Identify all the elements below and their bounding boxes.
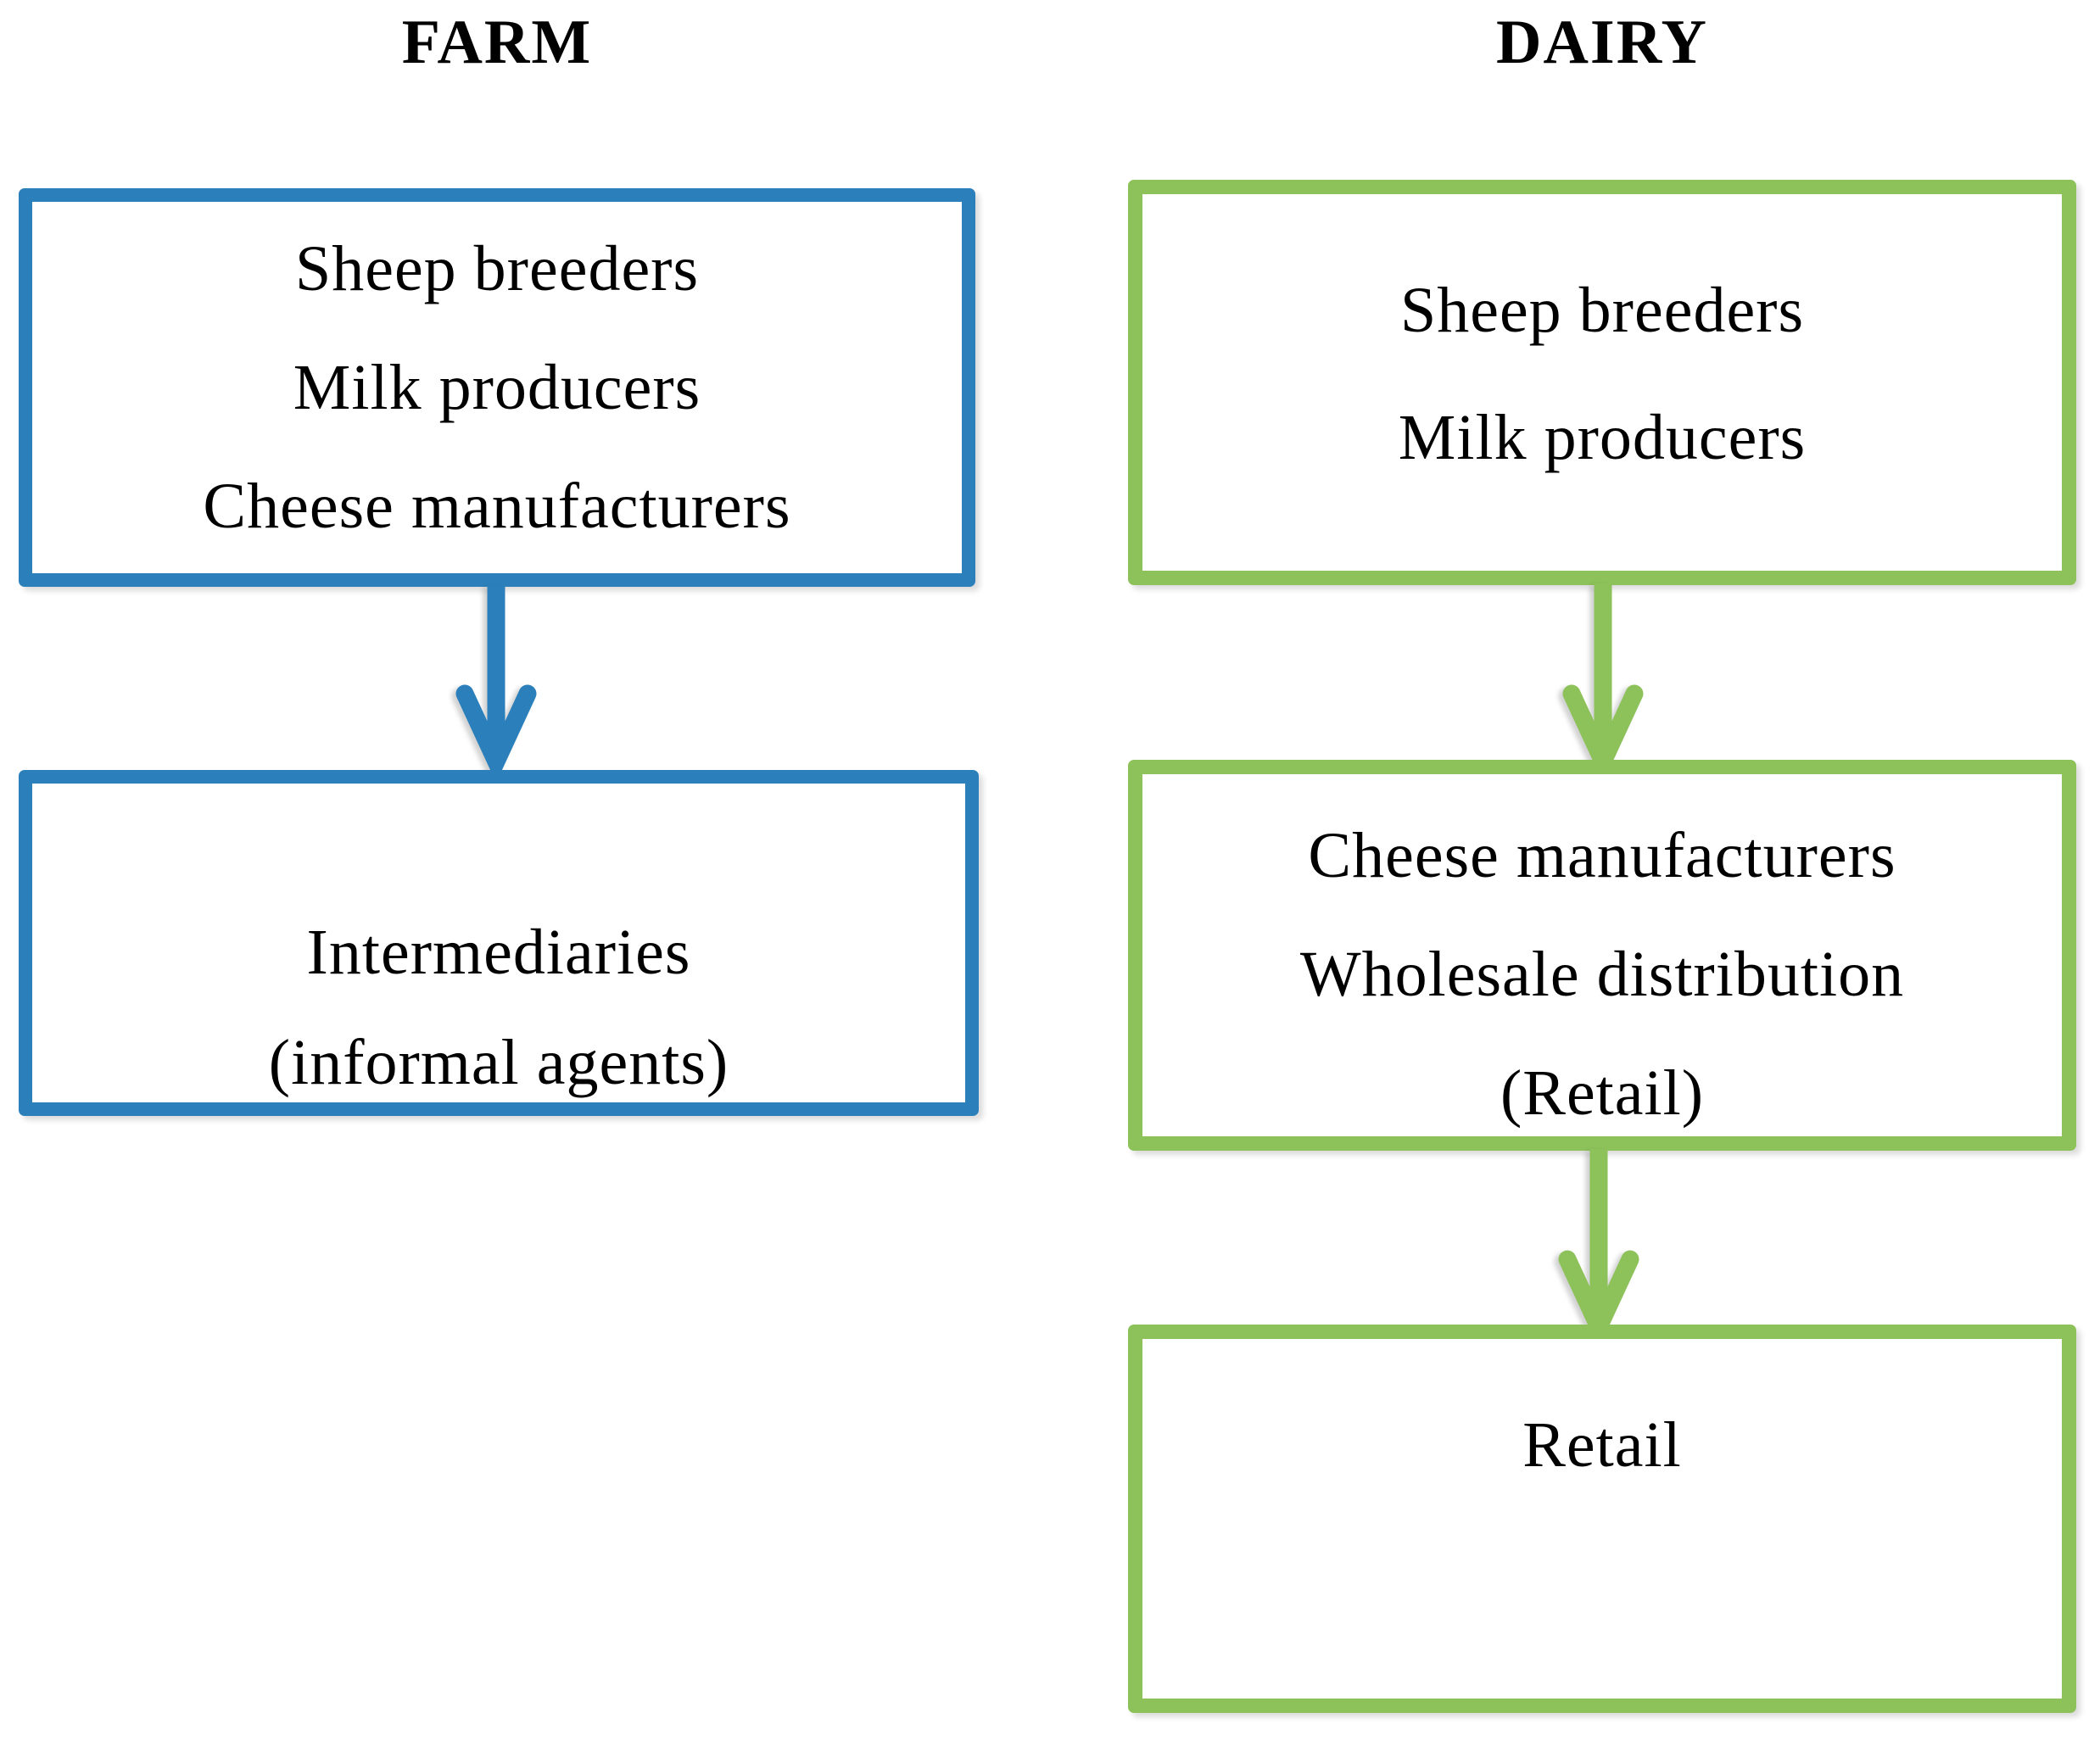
dairy-down-arrow-icon	[1562, 583, 1644, 778]
box-text-line: Wholesale distribution	[1299, 939, 1905, 1010]
farm-intermediaries-box: Intermediaries (informal agents)	[19, 770, 979, 1116]
box-text-line: Cheese manufacturers	[203, 471, 791, 542]
box-text-line: Milk producers	[293, 352, 701, 423]
box-text-line: Retail	[1522, 1409, 1682, 1481]
farm-column-title: FARM	[401, 8, 593, 77]
dairy-manufacturers-box: Cheese manufacturers Wholesale distribut…	[1128, 760, 2076, 1151]
box-text-line: Cheese manufacturers	[1308, 820, 1896, 891]
dairy-producers-box: Sheep breeders Milk producers	[1128, 180, 2076, 585]
farm-producers-box: Sheep breeders Milk producers Cheese man…	[19, 188, 975, 587]
dairy-down-arrow-icon	[1558, 1149, 1639, 1344]
box-text-line: Milk producers	[1398, 402, 1807, 473]
dairy-column-title: DAIRY	[1496, 8, 1708, 77]
box-text-line: Intermediaries	[306, 917, 691, 988]
farm-down-arrow-icon	[455, 585, 537, 780]
box-text-line: Sheep breeders	[1399, 275, 1805, 346]
box-text-line: Sheep breeders	[294, 233, 700, 304]
dairy-retail-box: Retail	[1128, 1325, 2076, 1713]
box-text-line: (Retail)	[1500, 1057, 1705, 1129]
box-text-line: (informal agents)	[268, 1027, 729, 1098]
